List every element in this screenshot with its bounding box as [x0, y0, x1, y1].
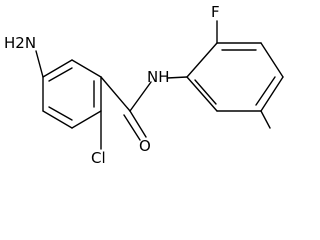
bond-ring1-c	[71, 110, 102, 129]
bond-c-methyl	[260, 110, 271, 129]
bond-ring2-c	[260, 42, 284, 78]
bond-ring2-d-inner	[255, 76, 276, 106]
bond-ring1-d-inner	[48, 106, 73, 121]
bond-c-nh2	[35, 50, 44, 78]
bond-ring2-f	[186, 76, 218, 112]
bond-n-ring2	[166, 76, 188, 79]
bond-c-o-1	[129, 110, 147, 138]
structure-diagram: H2N F NH O Cl	[4, 3, 284, 167]
bond-ring1-f	[42, 59, 73, 78]
amide-nh-label: NH	[147, 68, 170, 86]
bond-ring1-d	[42, 110, 73, 129]
bond-ring-carbonyl	[100, 76, 131, 112]
bond-ring2-a	[186, 42, 218, 78]
bond-c-o-2	[123, 114, 141, 141]
fluorine-label: F	[211, 3, 220, 21]
amine-label: H2N	[4, 34, 36, 52]
bond-ring1-a	[71, 59, 102, 78]
bond-ring2-f-inner	[194, 79, 217, 105]
bond-ring1-f-inner	[48, 67, 73, 82]
chlorine-label: Cl	[91, 149, 106, 167]
bond-c-n	[129, 81, 152, 112]
bond-ring2-d	[260, 76, 284, 112]
right-benzene-ring	[186, 42, 284, 112]
left-benzene-ring	[42, 59, 102, 129]
carbonyl-oxygen-label: O	[139, 137, 151, 155]
